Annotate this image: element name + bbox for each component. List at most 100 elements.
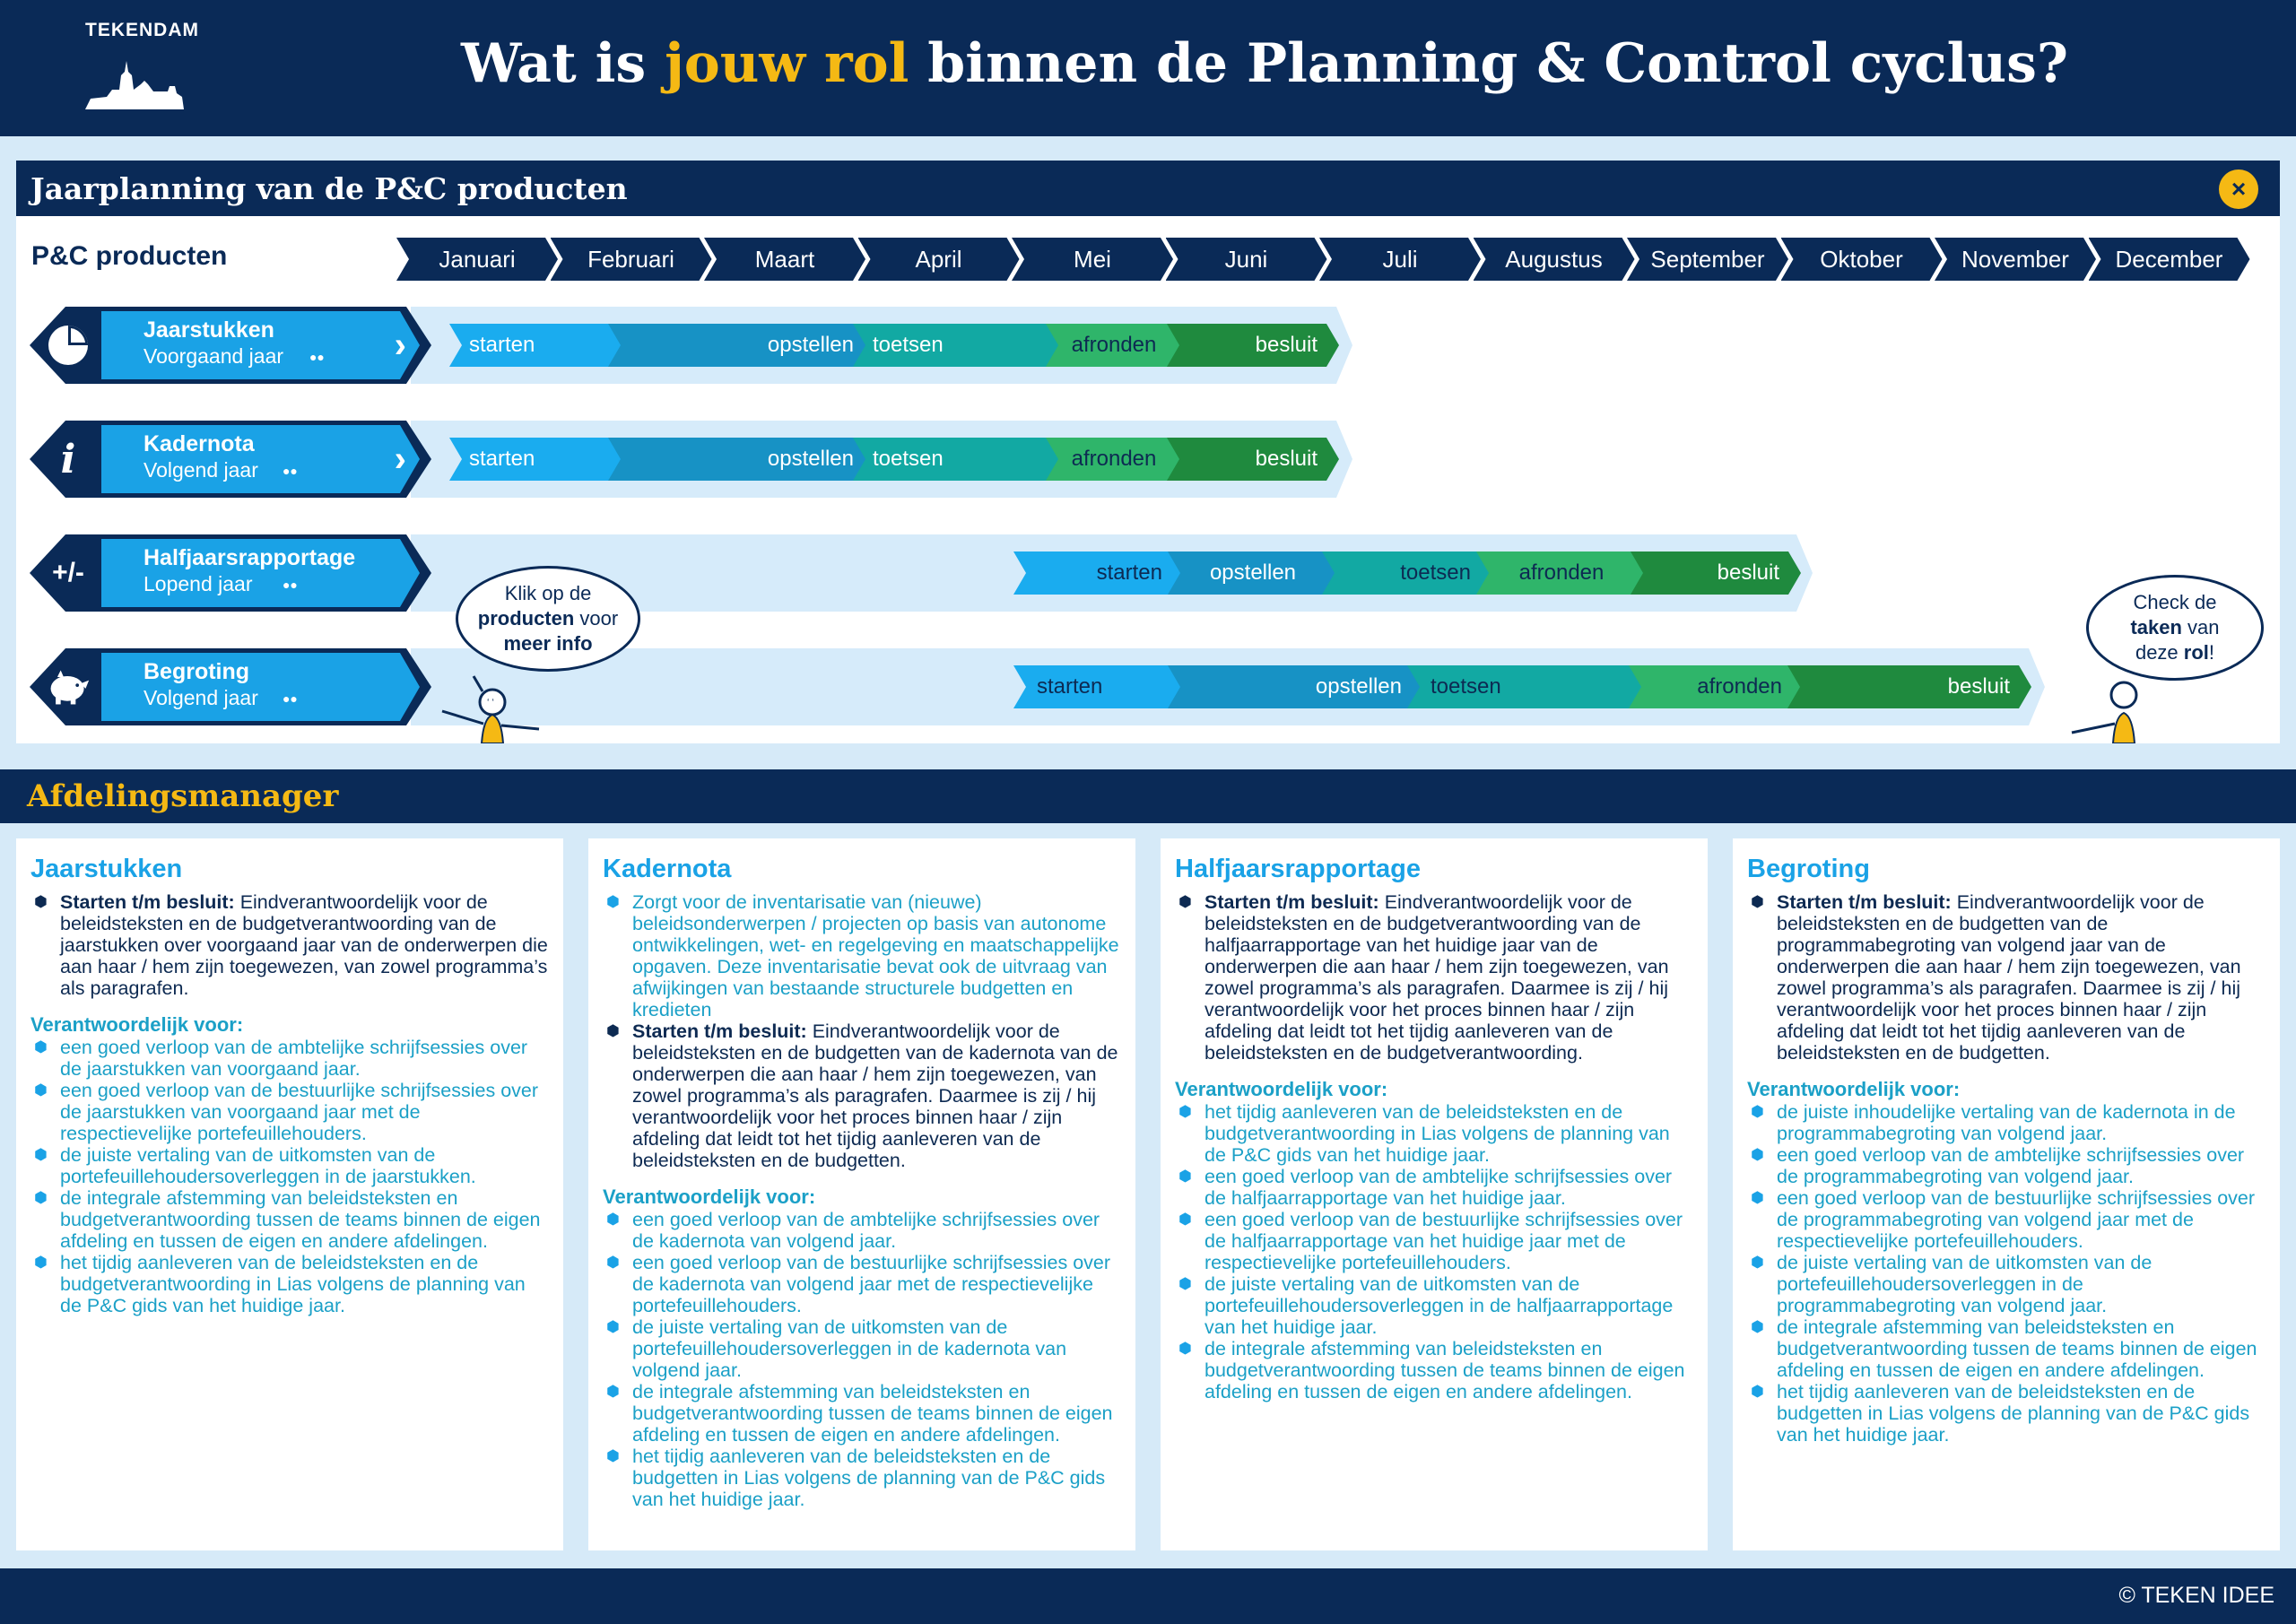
column-halfjaarsrapportage: Halfjaarsrapportage Starten t/m besluit:… <box>1161 838 1708 1550</box>
bubble-line: producten voor <box>458 606 638 631</box>
bubble-bold: taken <box>2130 616 2182 638</box>
month-november: November <box>1935 238 2096 281</box>
item-text: Eindverantwoordelijk voor de beleidsteks… <box>1205 891 1669 1064</box>
bubble-line: Klik op de <box>504 582 592 604</box>
phase-opstellen: opstellen <box>608 438 868 481</box>
phase-afronden: afronden <box>1629 665 1804 708</box>
pie-chart-icon <box>46 323 91 368</box>
item-bold: Starten t/m besluit: <box>1777 891 1952 913</box>
info-icon: i <box>60 436 76 482</box>
month-mei: Mei <box>1012 238 1173 281</box>
close-button[interactable]: × <box>2219 169 2258 209</box>
list-item: Zorgt voor de inventarisatie van (nieuwe… <box>603 891 1121 1020</box>
product-sub: Voorgaand jaar <box>144 344 284 368</box>
product-sub: Volgend jaar <box>144 686 258 709</box>
phase-besluit: besluit <box>1167 438 1339 481</box>
list-item: de integrale afstemming van beleidstekst… <box>1175 1338 1693 1403</box>
product-button-jaarstukken[interactable]: Jaarstukken Voorgaand jaar ● ● › <box>30 307 431 384</box>
speech-bubble-right: Check de taken van deze rol! <box>2086 575 2264 681</box>
item-text: Eindverantwoordelijk voor de beleidsteks… <box>1777 891 2241 1064</box>
bubble-line: deze rol! <box>2089 640 2261 665</box>
product-sub: Volgend jaar <box>144 458 258 482</box>
eyes-icon: ● ● <box>309 350 325 364</box>
list-item: Starten t/m besluit: Eindverantwoordelij… <box>30 891 549 999</box>
product-button-halfjaarsrapportage[interactable]: +/- Halfjaarsrapportage Lopend jaar ● ● <box>30 534 431 612</box>
planning-title: Jaarplanning van de P&C producten <box>30 171 628 206</box>
month-januari: Januari <box>396 238 558 281</box>
phase-toetsen: toetsen <box>853 438 1062 481</box>
list-item: de integrale afstemming van beleidstekst… <box>603 1381 1121 1446</box>
phase-afronden: afronden <box>1046 324 1182 367</box>
bubble-text: van <box>2181 616 2220 638</box>
product-button-begroting[interactable]: Begroting Volgend jaar ● ● <box>30 648 431 725</box>
bubble-bold: producten <box>477 607 575 630</box>
responsible-label: Verantwoordelijk voor: <box>30 1013 244 1036</box>
bubble-bold: rol <box>2183 641 2209 664</box>
resp-list: een goed verloop van de ambtelijke schri… <box>603 1209 1121 1510</box>
bubble-line: Check de <box>2133 591 2217 613</box>
column-begroting: Begroting Starten t/m besluit: Eindveran… <box>1733 838 2280 1550</box>
list-item: de juiste vertaling van de uitkomsten va… <box>1175 1273 1693 1338</box>
header: TEKENDAM Wat is jouw rol binnen de Plann… <box>0 0 2296 136</box>
page-title: Wat is jouw rol binnen de Planning & Con… <box>233 32 2296 95</box>
list-item: een goed verloop van de ambtelijke schri… <box>30 1037 549 1080</box>
phase-toetsen: toetsen <box>1322 551 1492 595</box>
phase-starten: starten <box>449 438 624 481</box>
column-title: Halfjaarsrapportage <box>1175 855 1421 883</box>
title-highlight: jouw rol <box>665 32 909 95</box>
item-bold: Starten t/m besluit: <box>632 1020 807 1042</box>
eyes-icon: ● ● <box>283 578 298 592</box>
product-sub: Lopend jaar <box>144 572 253 595</box>
product-button-kadernota[interactable]: i Kadernota Volgend jaar ● ● › <box>30 421 431 498</box>
phase-starten: starten <box>1013 665 1184 708</box>
responsible-label: Verantwoordelijk voor: <box>1175 1078 1388 1100</box>
list-item: de juiste vertaling van de uitkomsten va… <box>1747 1252 2266 1316</box>
list-item: het tijdig aanleveren van de beleidsteks… <box>1747 1381 2266 1446</box>
intro-list: Starten t/m besluit: Eindverantwoordelij… <box>1747 891 2266 1064</box>
intro-list: Starten t/m besluit: Eindverantwoordelij… <box>1175 891 1693 1064</box>
eyes-icon: ● ● <box>283 464 298 478</box>
phase-opstellen: opstellen <box>1168 665 1423 708</box>
month-september: September <box>1627 238 1788 281</box>
list-item: een goed verloop van de bestuurlijke sch… <box>1175 1209 1693 1273</box>
title-pre: Wat is <box>460 32 665 95</box>
planning-panel: Jaarplanning van de P&C producten × P&C … <box>16 161 2280 743</box>
responsible-label: Verantwoordelijk voor: <box>1747 1078 1961 1100</box>
list-item: het tijdig aanleveren van de beleidsteks… <box>1175 1101 1693 1166</box>
phase-besluit: besluit <box>1787 665 2031 708</box>
stick-figure-right <box>2071 681 2138 743</box>
bubble-line: meer info <box>458 631 638 656</box>
product-name: Kadernota <box>144 431 255 456</box>
list-item: de integrale afstemming van beleidstekst… <box>30 1187 549 1252</box>
product-tag-inner <box>101 653 420 721</box>
stick-figure-left: ʻ ʻ <box>441 675 540 743</box>
phase-afronden: afronden <box>1046 438 1182 481</box>
list-item: Starten t/m besluit: Eindverantwoordelij… <box>1747 891 2266 1064</box>
speech-bubble-left: Klik op de producten voor meer info <box>456 566 640 672</box>
product-name: Halfjaarsrapportage <box>144 545 356 570</box>
castle-icon <box>85 61 184 109</box>
tekendam-logo: TEKENDAM <box>85 20 211 118</box>
responsible-label: Verantwoordelijk voor: <box>603 1185 816 1208</box>
chevron-right-icon: › <box>394 326 406 365</box>
logo-text: TEKENDAM <box>85 20 199 40</box>
bubble-line: taken van <box>2089 615 2261 640</box>
products-label: P&C producten <box>31 241 228 271</box>
eyes-icon: ● ● <box>283 691 298 706</box>
phase-opstellen: opstellen <box>1168 551 1338 595</box>
list-item: de juiste inhoudelijke vertaling van de … <box>1747 1101 2266 1144</box>
phase-afronden: afronden <box>1476 551 1647 595</box>
list-item: een goed verloop van de ambtelijke schri… <box>603 1209 1121 1252</box>
phase-opstellen: opstellen <box>608 324 868 367</box>
planning-titlebar: Jaarplanning van de P&C producten × <box>16 161 2280 216</box>
footer: © TEKEN IDEE <box>0 1568 2296 1624</box>
list-item: het tijdig aanleveren van de beleidsteks… <box>30 1252 549 1316</box>
product-tag-inner <box>101 539 420 607</box>
resp-list: het tijdig aanleveren van de beleidsteks… <box>1175 1101 1693 1403</box>
phase-starten: starten <box>449 324 624 367</box>
list-item: de juiste vertaling van de uitkomsten va… <box>30 1144 549 1187</box>
resp-list: de juiste inhoudelijke vertaling van de … <box>1747 1101 2266 1446</box>
list-item: Starten t/m besluit: Eindverantwoordelij… <box>1175 891 1693 1064</box>
month-december: December <box>2089 238 2250 281</box>
role-title: Afdelingsmanager <box>27 778 339 814</box>
